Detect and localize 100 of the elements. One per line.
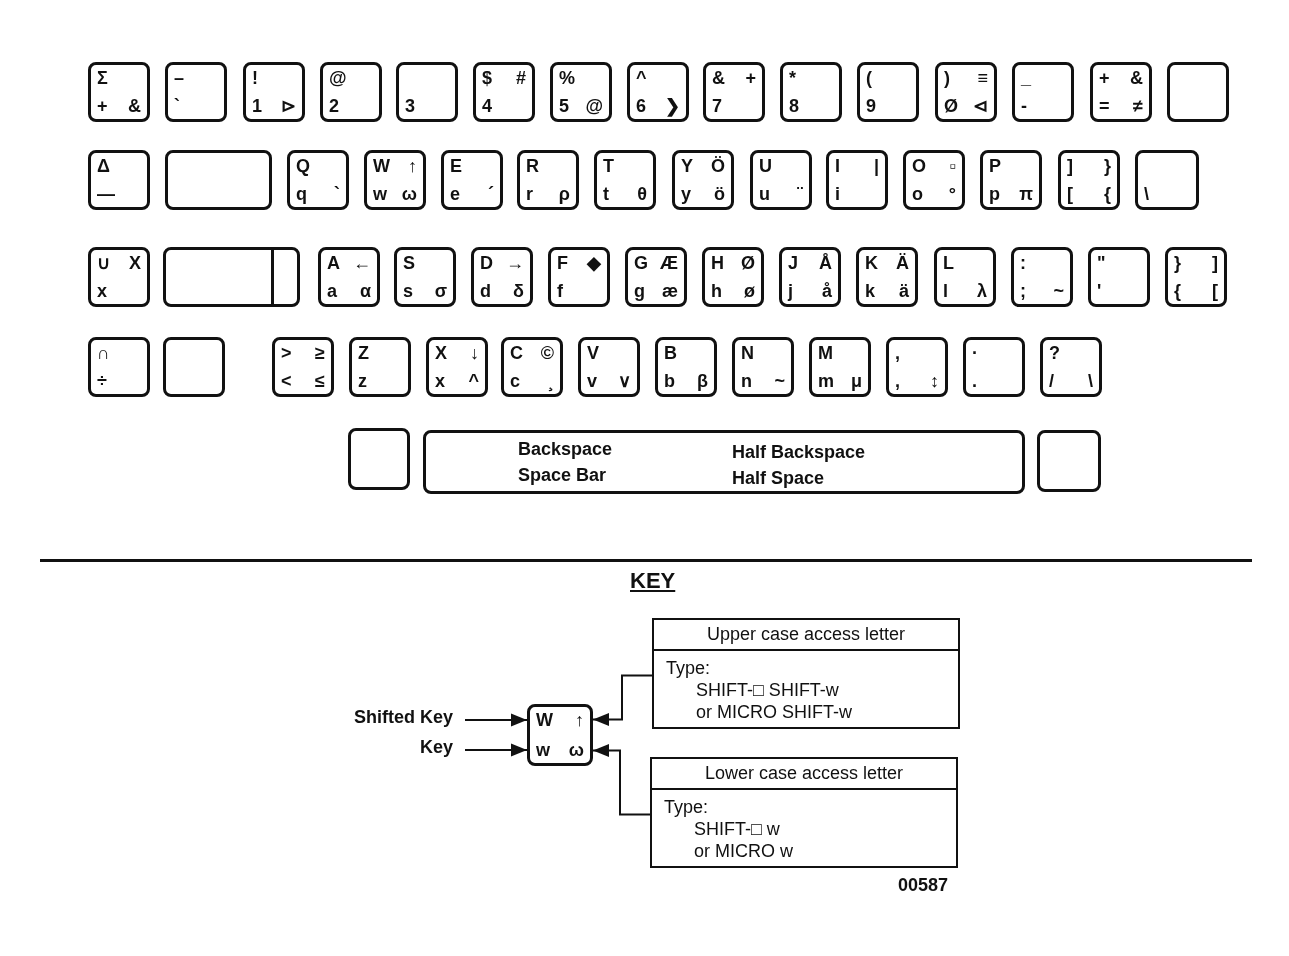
keycap (501, 337, 563, 397)
key-legend: } (1174, 253, 1181, 273)
section-heading: KEY (630, 568, 676, 594)
arrow (592, 674, 653, 726)
arrow (464, 713, 528, 727)
key-legend: R (526, 156, 539, 176)
key-legend: / (1049, 371, 1054, 391)
key-legend: e (450, 184, 460, 204)
key-legend: Ä (896, 253, 909, 273)
key-legend: å (822, 281, 832, 301)
key-legend: © (540, 343, 554, 363)
arrow (592, 744, 651, 816)
keycap (394, 247, 456, 307)
key-legend: ≠ (1133, 96, 1143, 116)
callout-heading: Upper case access letter (654, 620, 958, 651)
key-legend: G (634, 253, 648, 273)
key-legend: ] (1067, 156, 1073, 176)
key-legend: 3 (405, 96, 415, 116)
callout-text: Type: (663, 796, 710, 818)
key-legend: ⊳ (281, 96, 296, 116)
keycap (243, 62, 305, 122)
keycap (857, 62, 919, 122)
key-legend: I (835, 156, 840, 176)
keycap (935, 62, 997, 122)
key-legend: b (664, 371, 675, 391)
keycap (1135, 150, 1199, 210)
key-legend: W (373, 156, 390, 176)
key-legend: # (516, 68, 526, 88)
key-legend: ◆ (587, 253, 601, 273)
key-legend: 5 (559, 96, 569, 116)
key-legend: , (895, 343, 900, 363)
key-legend: ^ (636, 68, 647, 88)
key-legend: + (97, 96, 108, 116)
key-legend: . (972, 371, 977, 391)
key-legend: w (536, 740, 550, 760)
key-legend: S (403, 253, 415, 273)
key-legend: : (1020, 253, 1026, 273)
keycap (88, 150, 150, 210)
key-legend: E (450, 156, 462, 176)
callout-label: Shifted Key (300, 707, 453, 728)
key-legend: ` (174, 96, 180, 116)
keycap (517, 150, 579, 210)
key-legend: r (526, 184, 533, 204)
callout-text: Type: (665, 657, 712, 679)
key-legend: ø (744, 281, 755, 301)
callout-text: or MICRO SHIFT-w (695, 701, 853, 723)
keycap (473, 62, 535, 122)
key-legend: ° (948, 184, 956, 204)
keycap (527, 704, 593, 766)
key-legend: [ (1212, 281, 1218, 301)
key-legend: i (835, 184, 840, 204)
key-legend: σ (434, 281, 447, 301)
keycap (750, 150, 812, 210)
key-legend: T (603, 156, 614, 176)
key-legend: - (1021, 96, 1027, 116)
key-legend: & (712, 68, 725, 88)
key-legend: N (741, 343, 754, 363)
key-legend: n (741, 371, 752, 391)
key-legend: F (557, 253, 568, 273)
key-legend: p (989, 184, 1000, 204)
key-legend: < (281, 371, 292, 391)
key-legend: 2 (329, 96, 339, 116)
keycap (703, 62, 765, 122)
key-legend: ≡ (977, 68, 988, 88)
keycap (165, 150, 272, 210)
key-legend: \ (1144, 184, 1149, 204)
key-legend: m (818, 371, 834, 391)
key-legend: { (1104, 184, 1111, 204)
key-legend: Ø (944, 96, 958, 116)
key-legend: " (1097, 253, 1106, 273)
key-legend: @ (329, 68, 347, 88)
key-legend: > (281, 343, 292, 363)
key-legend: Å (819, 253, 832, 273)
keycap (1040, 337, 1102, 397)
key-legend: o (912, 184, 923, 204)
keycap (548, 247, 610, 307)
key-legend: ❯ (665, 96, 680, 116)
key-legend: ⊲ (973, 96, 988, 116)
key-legend: q (296, 184, 307, 204)
key-label: Half Backspace (732, 442, 866, 462)
key-legend: L (943, 253, 954, 273)
key-legend: d (480, 281, 491, 301)
keycap (934, 247, 996, 307)
key-legend: x (435, 371, 445, 391)
key-legend: ∪ (97, 253, 110, 273)
keycap (396, 62, 458, 122)
key-legend: ↑ (408, 156, 417, 176)
key-legend: U (759, 156, 772, 176)
key-legend: % (559, 68, 575, 88)
keycap (349, 337, 411, 397)
key-label: Space Bar (518, 465, 607, 485)
keycap (348, 428, 410, 490)
key-legend: ÷ (97, 371, 107, 391)
key-legend: X (435, 343, 447, 363)
key-legend: & (1130, 68, 1143, 88)
key-legend: ≥ (315, 343, 325, 363)
key-legend: – (174, 68, 184, 88)
key-legend: O (912, 156, 926, 176)
keycap (272, 337, 334, 397)
keycap (1011, 247, 1073, 307)
